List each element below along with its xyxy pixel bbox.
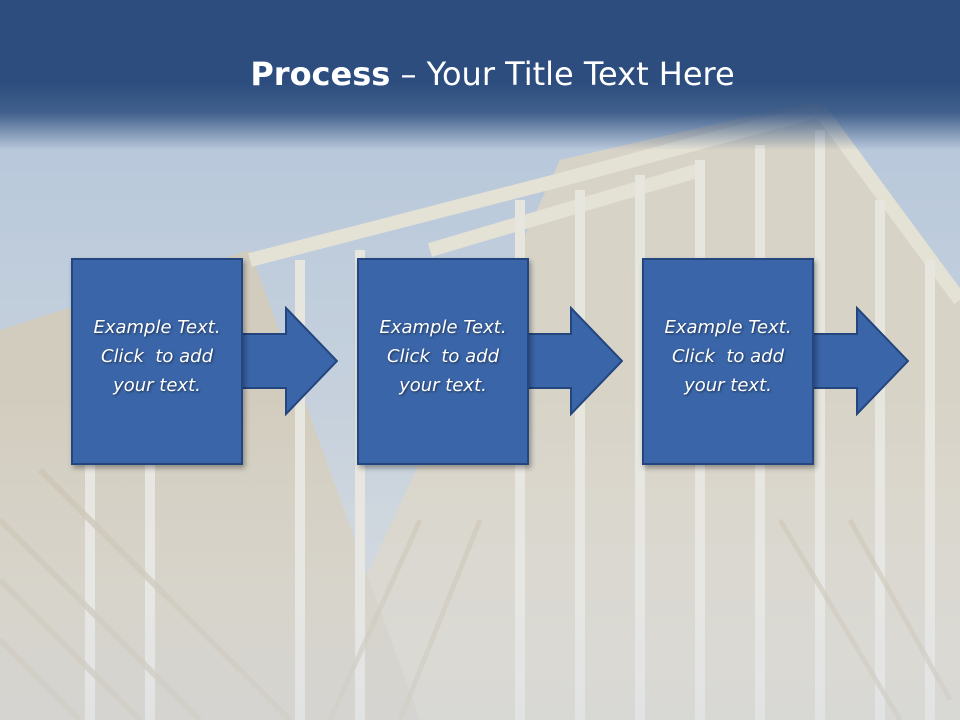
step-1-line-3: your text. bbox=[113, 375, 201, 396]
process-step-text-2[interactable]: Example Text. Click to add your text. bbox=[379, 313, 506, 400]
process-arrow-2 bbox=[523, 306, 623, 416]
step-3-line-2: Click to add bbox=[671, 346, 784, 367]
slide-title[interactable]: Process – Your Title Text Here bbox=[0, 52, 960, 96]
process-step-box-1[interactable]: Example Text. Click to add your text. bbox=[71, 258, 243, 465]
title-bold-text: Process bbox=[250, 55, 391, 93]
process-arrow-3 bbox=[809, 306, 909, 416]
step-2-line-1: Example Text. bbox=[379, 317, 507, 338]
step-1-line-1: Example Text. bbox=[93, 317, 221, 338]
step-3-line-3: your text. bbox=[684, 375, 772, 396]
process-arrow-1 bbox=[238, 306, 338, 416]
step-2-line-3: your text. bbox=[399, 375, 487, 396]
step-3-line-1: Example Text. bbox=[664, 317, 792, 338]
process-step-text-1[interactable]: Example Text. Click to add your text. bbox=[93, 313, 220, 400]
title-band bbox=[0, 0, 960, 150]
process-step-box-2[interactable]: Example Text. Click to add your text. bbox=[357, 258, 529, 465]
title-rest-text: – Your Title Text Here bbox=[390, 55, 735, 93]
step-2-line-2: Click to add bbox=[386, 346, 499, 367]
step-1-line-2: Click to add bbox=[100, 346, 213, 367]
process-step-text-3[interactable]: Example Text. Click to add your text. bbox=[664, 313, 791, 400]
process-step-box-3[interactable]: Example Text. Click to add your text. bbox=[642, 258, 814, 465]
